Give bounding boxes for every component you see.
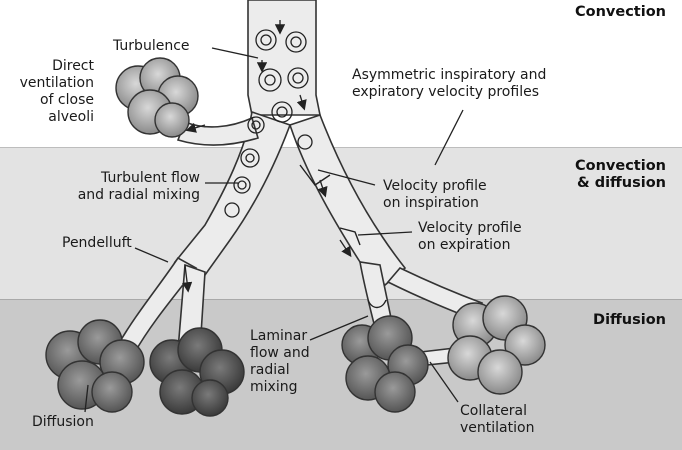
convection-zone-band: [0, 0, 682, 147]
alveoli-bottom-left: [45, 319, 145, 413]
label-collateral-ventilation: Collateral ventilation: [460, 403, 535, 436]
zone-label-convection-diffusion: Convection & diffusion: [575, 158, 666, 191]
upper-left-branch: [176, 116, 259, 146]
alveoli-direct-ventilation: [115, 57, 199, 138]
turbulence-swirls: [224, 29, 313, 218]
zone-label-diffusion: Diffusion: [593, 312, 666, 328]
label-laminar-flow: Laminar flow and radial mixing: [250, 328, 310, 395]
flow-arrows: [181, 20, 352, 293]
alveoli: [45, 57, 546, 417]
label-turbulent-flow: Turbulent flow and radial mixing: [77, 170, 200, 203]
label-diffusion: Diffusion: [32, 414, 94, 430]
alveoli-far-right: [447, 295, 546, 395]
alveoli-bottom-right: [341, 315, 429, 413]
label-pendelluft: Pendelluft: [62, 235, 132, 251]
label-direct-ventilation: Direct ventilation of close alveoli: [19, 58, 94, 125]
label-turbulence: Turbulence: [113, 38, 190, 54]
leader-lines: [84, 47, 464, 413]
zone-label-convection: Convection: [575, 4, 666, 20]
right-lower-branch-b: [386, 267, 484, 322]
right-main-bronchus: [288, 113, 407, 287]
label-velocity-inspiration: Velocity profile on inspiration: [383, 178, 487, 211]
alveoli-bottom-center: [149, 327, 245, 417]
trachea: [247, 0, 321, 116]
velocity-profiles: [299, 164, 387, 309]
label-asymmetric-profiles: Asymmetric inspiratory and expiratory ve…: [352, 67, 547, 100]
label-velocity-expiration: Velocity profile on expiration: [418, 220, 522, 253]
